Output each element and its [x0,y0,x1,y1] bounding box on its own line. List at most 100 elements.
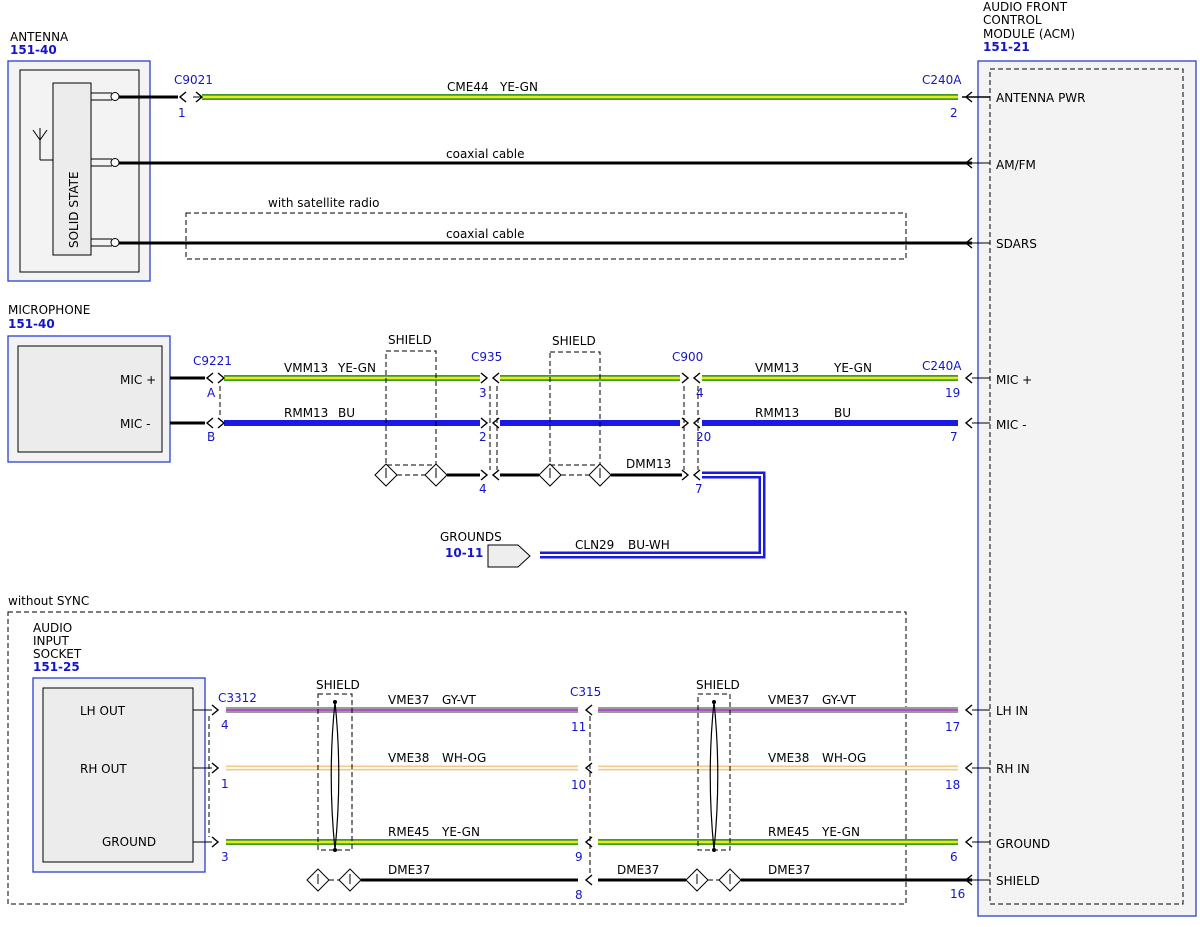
conn-c900: C900 [672,350,703,364]
conn-c935: C935 [471,350,502,364]
pin-c3312-3: 3 [221,850,229,864]
ais-pin-rh-out: RH OUT [80,762,127,776]
pin-c900-4: 4 [696,386,704,400]
pin-acm-18: 18 [945,778,960,792]
acm-pin-amfm: AM/FM [996,158,1036,172]
pin-c9021-1: 1 [178,106,186,120]
acm-pin-sdars: SDARS [996,237,1037,251]
audio-input-name-2: INPUT [33,634,70,648]
acm-name-3: MODULE (ACM) [983,27,1075,41]
pin-c9221-a: A [207,386,216,400]
acm-pin-ground: GROUND [996,837,1050,851]
pin-c3312-1: 1 [221,777,229,791]
conn-c9221: C9221 [193,354,232,368]
wire-coax1-label: coaxial cable [446,147,525,161]
pin-c935-4: 4 [479,482,487,496]
wire-cme44-color: YE-GN [499,80,538,94]
grounds-ref: 10-11 [445,546,483,560]
wire-coax2-label: coaxial cable [446,227,525,241]
wire-vme37-b-circuit: VME37 [768,693,809,707]
wire-vme38-a-color: WH-OG [442,751,486,765]
mic-shield-label-2: SHIELD [552,334,596,348]
wire-vme37-a-circuit: VME37 [388,693,429,707]
wire-cln29-color: BU-WH [628,538,670,552]
acm-pin-shield: SHIELD [996,874,1040,888]
grounds-name: GROUNDS [440,530,502,544]
wire-rme45-a-color: YE-GN [441,825,480,839]
antenna-name: ANTENNA [10,30,69,44]
conn-c315: C315 [570,685,601,699]
pin-acm-6: 6 [950,850,958,864]
wire-rmm13-b-circuit: RMM13 [755,406,799,420]
pin-acm-16: 16 [950,887,965,901]
wire-rme45-a-circuit: RME45 [388,825,430,839]
pin-c240a-19: 19 [945,386,960,400]
mic-pin-minus: MIC - [120,417,150,431]
antenna-inner-label: SOLID STATE [67,171,81,248]
audio-input-name-1: AUDIO [33,621,72,635]
acm-pin-antenna-pwr: ANTENNA PWR [996,91,1086,105]
mic-name: MICROPHONE [8,303,90,317]
audio-input-ref: 151-25 [33,660,80,674]
mic-shield-label-1: SHIELD [388,333,432,347]
antenna-wires: C9021 1 CME44 YE-GN C240A 2 coaxial cabl… [119,73,990,260]
antenna-ref: 151-40 [10,43,57,57]
wire-vmm13-b-circuit: VMM13 [755,361,799,375]
without-sync-section: without SYNC AUDIO INPUT SOCKET 151-25 L… [7,594,990,905]
wire-vme37-a-color: GY-VT [442,693,476,707]
wire-rmm13-b-color: BU [834,406,851,420]
mic-ref: 151-40 [8,317,55,331]
coax-terminal-icon [91,92,120,247]
audio-input-name-3: SOCKET [33,647,82,661]
acm-pin-rh-in: RH IN [996,762,1030,776]
acm-pin-mic-minus: MIC - [996,418,1026,432]
pin-c3312-4: 4 [221,718,229,732]
acm-module: AUDIO FRONT CONTROL MODULE (ACM) 151-21 … [977,0,1197,917]
wire-cln29-circuit: CLN29 [575,538,614,552]
sync-shield-label-1: SHIELD [316,678,360,692]
sync-shield-drain-icon [306,868,742,892]
ais-pin-ground: GROUND [102,835,156,849]
wire-vme38-b-circuit: VME38 [768,751,809,765]
wire-rmm13-a-circuit: RMM13 [284,406,328,420]
acm-name-1: AUDIO FRONT [983,0,1068,14]
acm-ref: 151-21 [983,40,1030,54]
pin-c9221-b: B [207,430,215,444]
microphone-component: MICROPHONE 151-40 MIC + MIC - [7,303,171,463]
acm-pin-lh-in: LH IN [996,704,1028,718]
wire-rme45-b-circuit: RME45 [768,825,810,839]
mic-pin-plus: MIC + [120,373,156,387]
pin-c900-7: 7 [695,482,703,496]
pin-c240a-2: 2 [950,106,958,120]
option-satellite: with satellite radio [268,196,379,210]
pin-c315-8: 8 [575,888,583,902]
shield-drain-icon [374,463,612,487]
wire-cme44-circuit: CME44 [447,80,489,94]
wire-vme37-b-color: GY-VT [822,693,856,707]
wire-vmm13-b-color: YE-GN [833,361,872,375]
wire-rmm13-a-color: BU [338,406,355,420]
antenna-symbol-icon [32,128,53,161]
microphone-wires: C9221 A VMM13 YE-GN C935 3 C900 4 VMM13 … [170,333,990,568]
pin-c900-20: 20 [696,430,711,444]
pin-c315-11: 11 [571,720,586,734]
sync-shield-label-2: SHIELD [696,678,740,692]
wire-dmm13-circuit: DMM13 [626,457,671,471]
acm-name-2: CONTROL [983,13,1042,27]
ground-connector-icon [487,544,531,568]
wire-vme38-a-circuit: VME38 [388,751,429,765]
pin-c935-3: 3 [479,386,487,400]
conn-c9021: C9021 [174,73,213,87]
pin-c935-2: 2 [479,430,487,444]
pin-c315-10: 10 [571,778,586,792]
acm-pin-mic-plus: MIC + [996,373,1032,387]
wire-vme38-b-color: WH-OG [822,751,866,765]
wire-rme45-b-color: YE-GN [821,825,860,839]
conn-c3312: C3312 [218,691,257,705]
antenna-component: ANTENNA 151-40 SOLID STATE [7,30,151,282]
wire-vmm13-a-circuit: VMM13 [284,361,328,375]
wire-dme37-c-circuit: DME37 [768,863,810,877]
wire-dme37-a-circuit: DME37 [388,863,430,877]
conn-c240a-top: C240A [922,73,962,87]
